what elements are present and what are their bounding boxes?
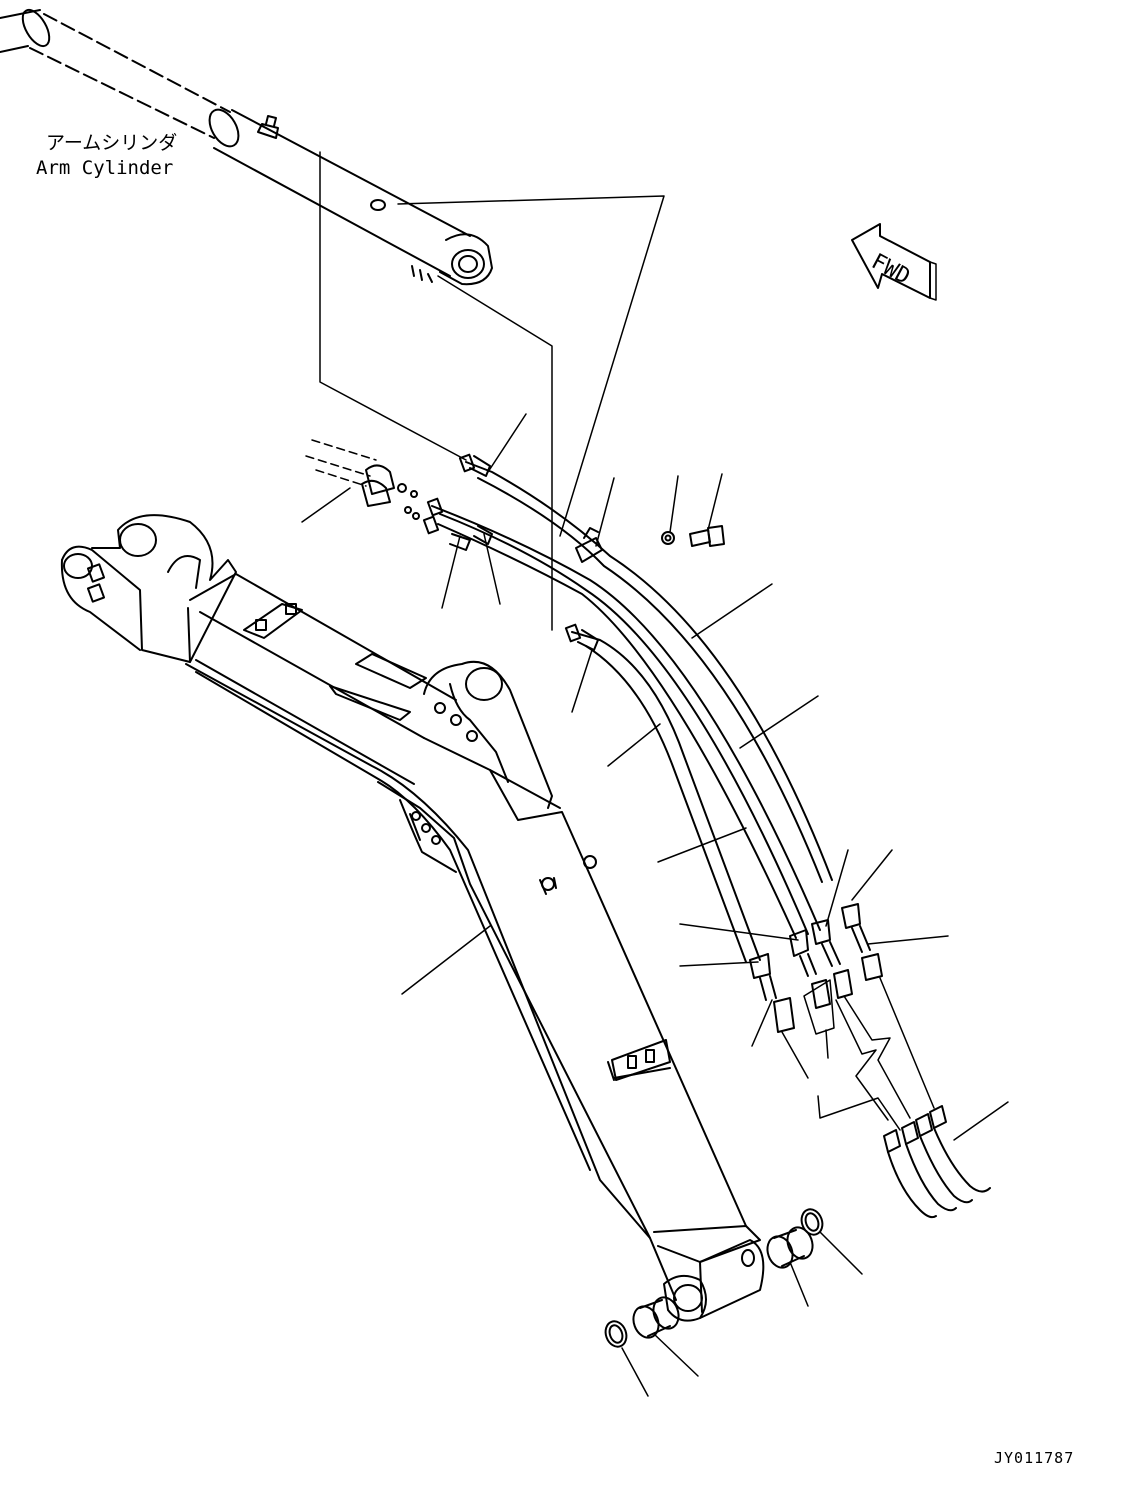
leader-lines xyxy=(301,413,1009,1397)
drawing-id: JY011787 xyxy=(994,1449,1075,1467)
arm-cylinder-label-jp: アームシリンダ xyxy=(46,132,178,154)
plugs xyxy=(305,439,420,520)
bushings xyxy=(604,1208,824,1348)
fwd-arrow: FWD xyxy=(851,223,937,301)
arm-cylinder-label-en: Arm Cylinder xyxy=(36,157,174,179)
arm xyxy=(60,514,765,1322)
fwd-label: FWD xyxy=(867,249,914,290)
arm-cylinder xyxy=(0,8,665,631)
hoses xyxy=(422,453,991,1219)
